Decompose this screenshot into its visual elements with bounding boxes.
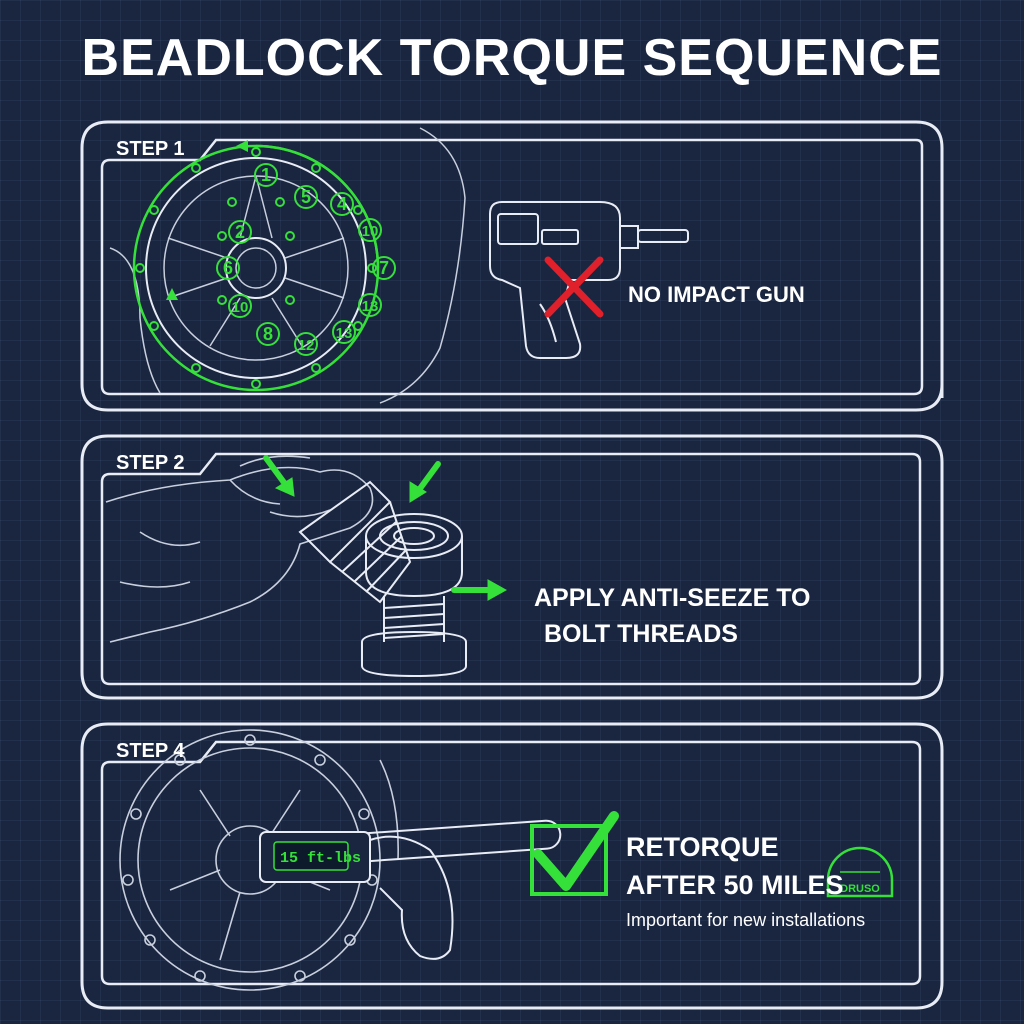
svg-text:10: 10 (362, 223, 379, 240)
step-4-caption-line1: RETORQUE (626, 832, 779, 862)
step-4-label: STEP 4 (116, 740, 185, 762)
svg-text:5: 5 (301, 187, 311, 207)
bolt-number-10a: 10 (358, 218, 382, 242)
bolt-number-6: 6 (216, 256, 240, 280)
bolt-number-8: 8 (256, 322, 280, 346)
svg-text:8: 8 (263, 324, 273, 344)
step-1-label: STEP 1 (116, 138, 185, 160)
svg-text:7: 7 (379, 258, 389, 278)
page-title: BEADLOCK TORQUE SEQUENCE (81, 29, 943, 87)
svg-text:10: 10 (232, 299, 249, 316)
red-x-icon (544, 256, 604, 318)
impact-gun-icon (489, 201, 689, 359)
step-1-frame (80, 120, 944, 412)
svg-text:13: 13 (362, 298, 379, 315)
bolt-icon (361, 513, 467, 678)
gauge-icon: DRUSO (826, 846, 894, 898)
svg-text:6: 6 (223, 258, 233, 278)
gauge-text: DRUSO (840, 883, 880, 895)
step-4-frame (80, 722, 944, 1010)
bolt-number-4: 4 (330, 192, 354, 216)
step-1-panel: 1 5 4 2 10 6 7 10 13 8 12 13 STEP (80, 118, 944, 414)
step-4-caption-line2: AFTER 50 MILES (626, 870, 844, 900)
green-arrow-icon (263, 455, 508, 601)
step-2-label: STEP 2 (116, 452, 185, 474)
bolt-number-12: 12 (294, 332, 318, 356)
wheel-bolt-pattern-icon (109, 127, 466, 404)
wrench-display: 15 ft-lbs (280, 850, 361, 867)
step-4-panel: 15 ft-lbs DRUSO STEP 4 RETORQUE AFTER 50… (80, 720, 944, 1014)
svg-text:4: 4 (337, 194, 347, 214)
torque-wrench-icon: 15 ft-lbs (259, 819, 562, 960)
step-2-panel: STEP 2 APPLY ANTI-SEEZE TO BOLT THREADS (80, 432, 944, 702)
svg-text:1: 1 (261, 165, 271, 185)
bolt-number-13b: 13 (332, 320, 356, 344)
svg-text:2: 2 (235, 222, 245, 242)
svg-text:13: 13 (336, 325, 353, 342)
step-4-subcaption: Important for new installations (626, 910, 866, 930)
step-2-caption-line1: APPLY ANTI-SEEZE TO (534, 584, 811, 612)
green-check-icon (530, 811, 619, 896)
bolt-number-13a: 13 (358, 293, 382, 317)
bolt-number-7: 7 (372, 256, 396, 280)
bolt-number-10b: 10 (228, 294, 252, 318)
svg-text:12: 12 (298, 337, 315, 354)
step-2-caption-line2: BOLT THREADS (544, 620, 738, 648)
bolt-number-1: 1 (254, 163, 278, 187)
bolt-number-5: 5 (294, 185, 318, 209)
bolt-number-set: 1 5 4 2 10 6 7 10 13 8 12 13 (216, 163, 396, 356)
gloved-hand-icon (105, 455, 374, 643)
bolt-number-2: 2 (228, 220, 252, 244)
step-2-frame (80, 434, 944, 700)
step-1-caption: NO IMPACT GUN (628, 282, 805, 307)
